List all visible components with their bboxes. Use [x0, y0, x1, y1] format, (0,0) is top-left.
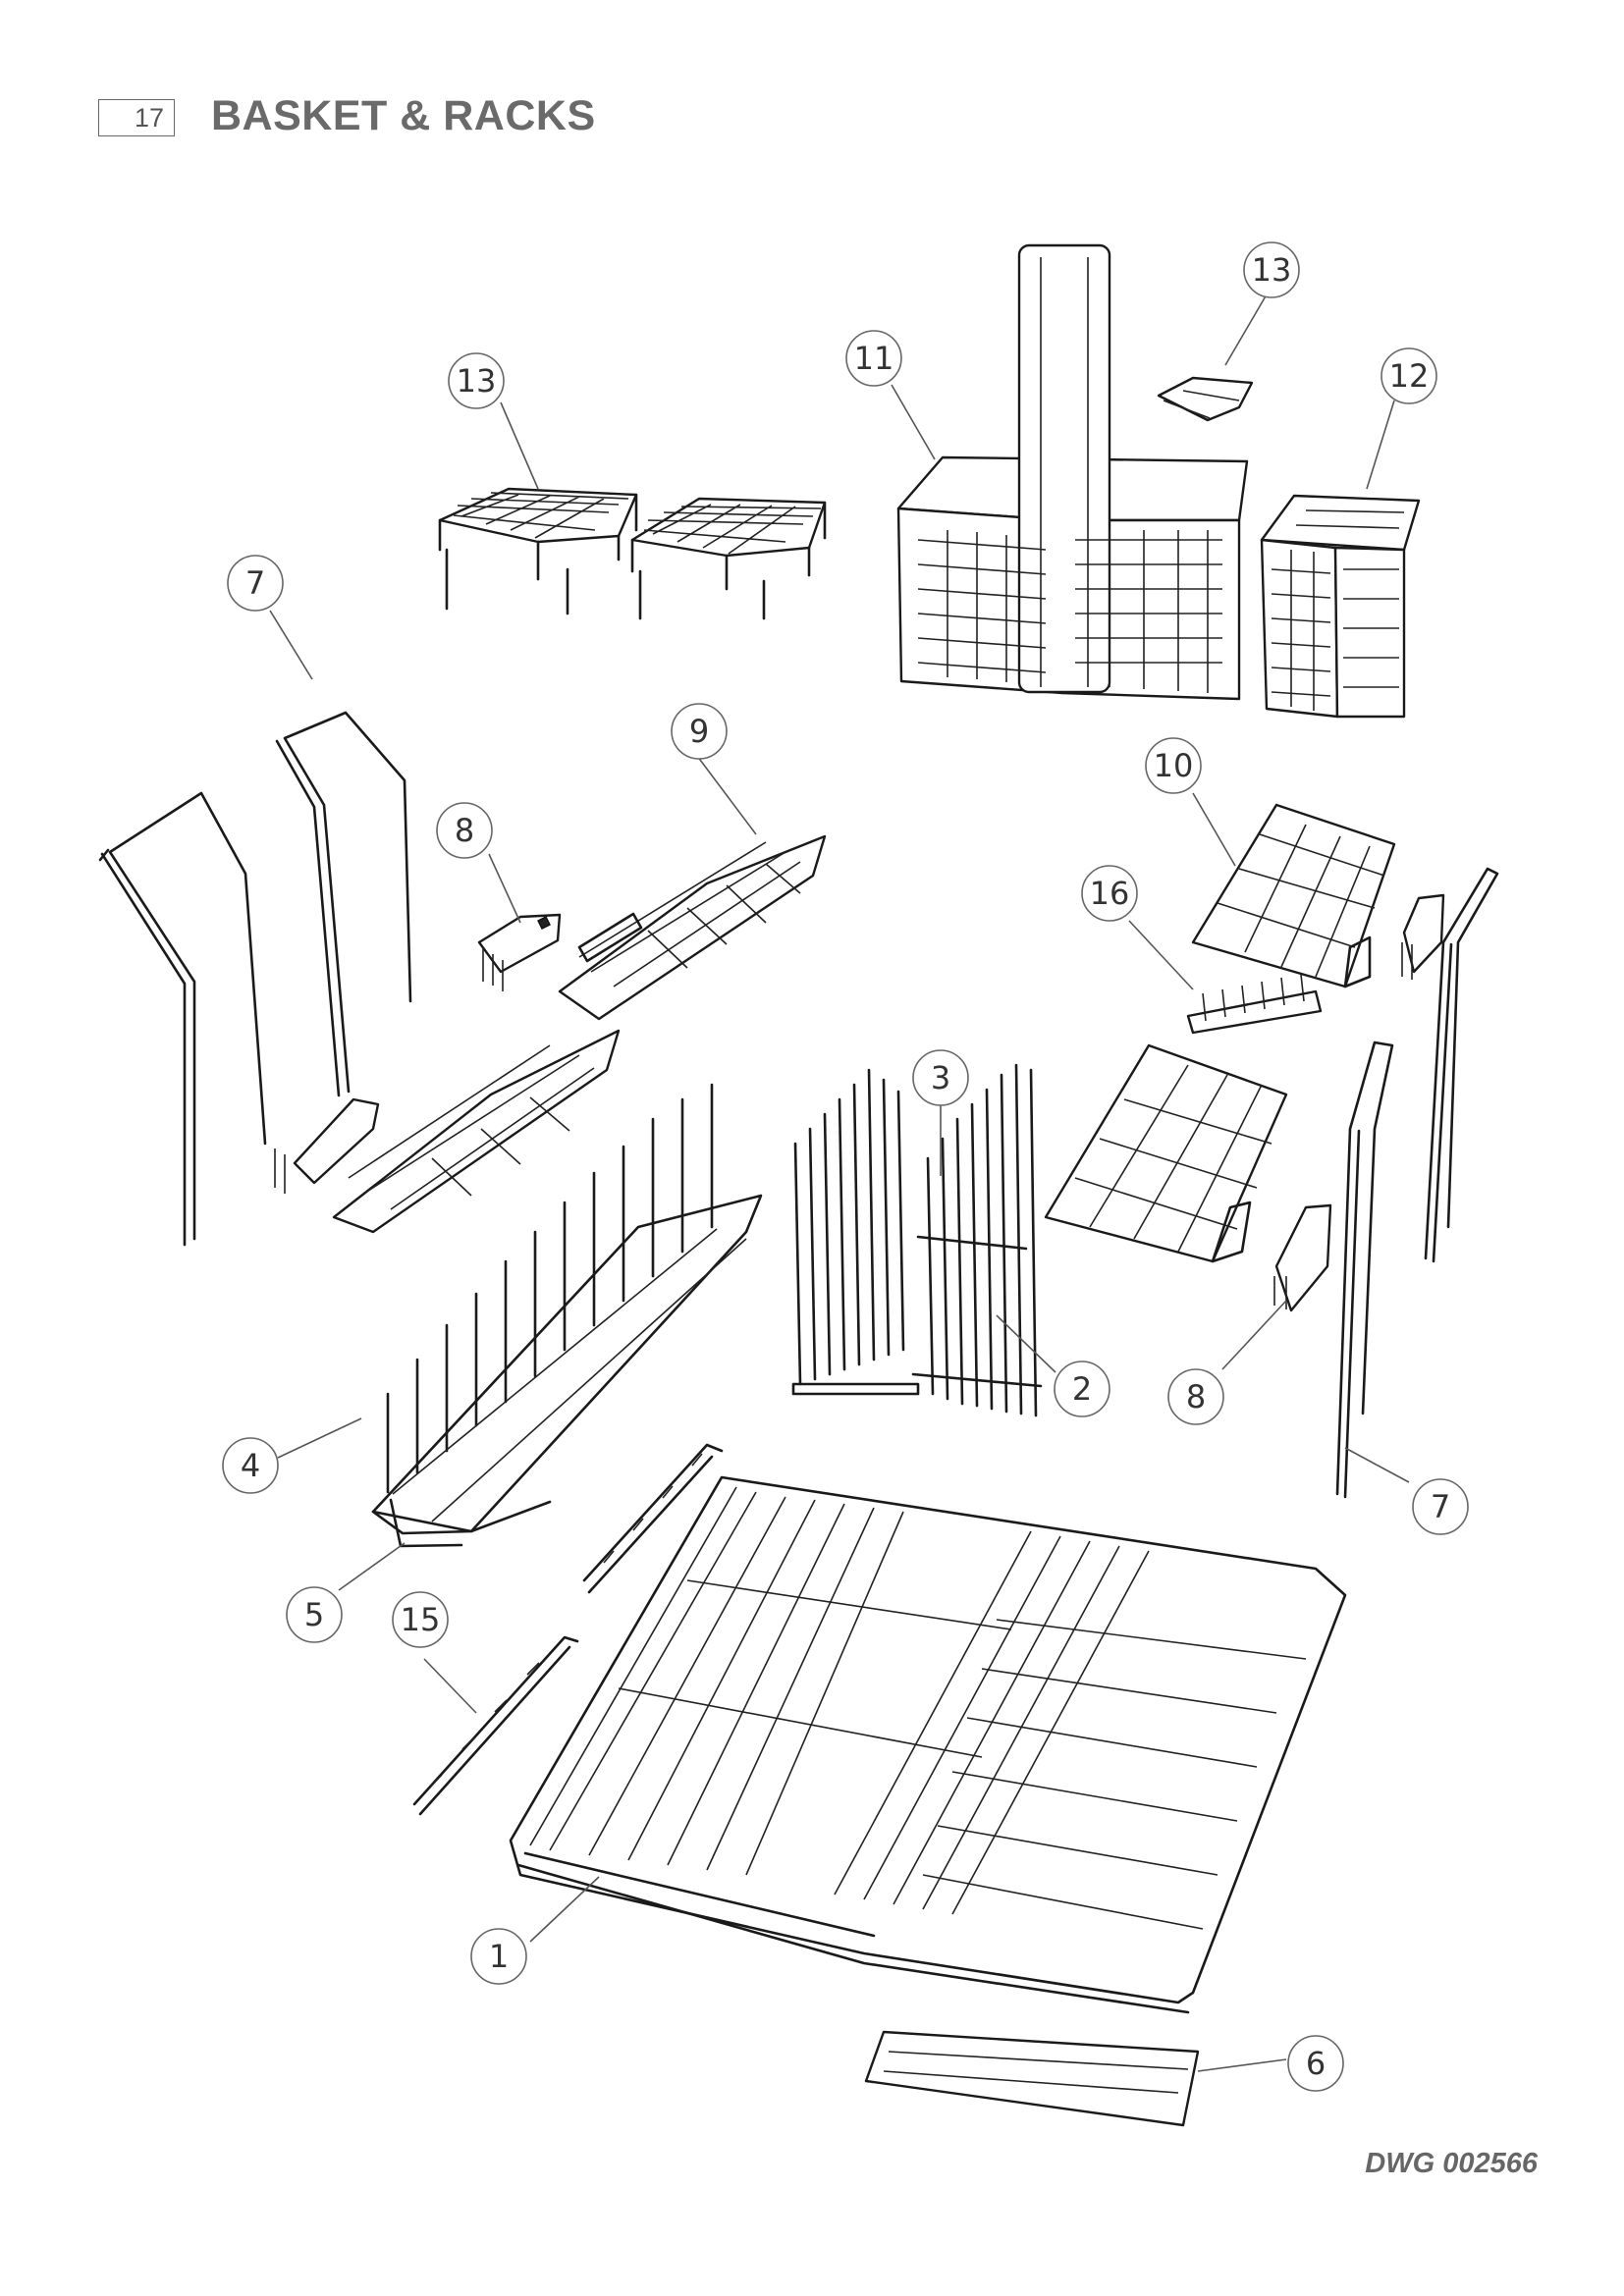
part-8-left-drawing [274, 1029, 621, 1234]
callout-16: 16 [1081, 865, 1138, 922]
part-9-drawing [558, 834, 827, 1021]
svg-text:5: 5 [304, 1596, 324, 1633]
leader-lines [269, 294, 1410, 2072]
part-7-left-drawing [98, 711, 412, 1247]
flap-tray-middle-drawing [1044, 1043, 1288, 1263]
svg-text:7: 7 [245, 564, 265, 602]
svg-text:8: 8 [455, 812, 474, 849]
part-7-right-drawing [1335, 867, 1499, 1499]
svg-text:6: 6 [1306, 2045, 1326, 2082]
part-14-drawing [1157, 376, 1254, 422]
part-12-drawing [1260, 494, 1421, 719]
svg-text:13: 13 [457, 362, 497, 400]
callout-3: 3 [912, 1049, 969, 1106]
callout-15: 15 [392, 1591, 449, 1648]
callout-5: 5 [286, 1586, 343, 1643]
svg-text:15: 15 [401, 1601, 441, 1638]
callout-8-lower: 8 [1167, 1368, 1224, 1425]
page-number: 17 [98, 99, 175, 136]
callout-2: 2 [1054, 1361, 1110, 1417]
callout-13: 13 [448, 352, 505, 409]
callout-7-left: 7 [227, 555, 284, 612]
callout-14: 13 [1243, 241, 1300, 298]
svg-text:10: 10 [1154, 747, 1194, 784]
drawing-number: DWG 002566 [1365, 2148, 1538, 2179]
part-8-right-drawing [1273, 893, 1445, 1312]
svg-text:3: 3 [931, 1059, 950, 1096]
svg-text:8: 8 [1186, 1378, 1206, 1415]
svg-text:7: 7 [1431, 1488, 1450, 1525]
callout-7-right: 7 [1412, 1478, 1469, 1535]
svg-text:16: 16 [1090, 875, 1130, 912]
part-1-drawing [509, 1475, 1347, 2014]
part-4-drawing [371, 1083, 763, 1533]
part-8-upper-drawing [477, 913, 562, 991]
part-16-drawing [1186, 974, 1323, 1035]
part-10-drawing [1191, 803, 1396, 988]
part-11-drawing [896, 243, 1249, 701]
callout-10: 10 [1145, 737, 1202, 794]
part-5-drawing [371, 1498, 552, 1548]
callout-6: 6 [1287, 2035, 1344, 2092]
svg-text:12: 12 [1389, 357, 1430, 395]
callout-12: 12 [1380, 347, 1437, 404]
part-6-drawing [864, 2030, 1200, 2127]
callout-4: 4 [222, 1437, 279, 1494]
callout-11: 11 [845, 330, 902, 387]
part-2-drawing [911, 1063, 1043, 1417]
part-15-drawing [412, 1443, 724, 1816]
svg-text:2: 2 [1072, 1370, 1092, 1408]
svg-text:9: 9 [689, 713, 709, 750]
part-13-drawing [438, 487, 827, 620]
svg-text:1: 1 [489, 1938, 509, 1975]
svg-text:13: 13 [1252, 251, 1292, 289]
page-title: BASKET & RACKS [211, 92, 596, 139]
callout-8-upper: 8 [436, 802, 493, 859]
svg-text:11: 11 [854, 340, 894, 377]
callout-1: 1 [470, 1928, 527, 1985]
callout-9: 9 [671, 703, 728, 760]
part-3-drawing [791, 1068, 920, 1396]
svg-text:4: 4 [241, 1447, 260, 1484]
